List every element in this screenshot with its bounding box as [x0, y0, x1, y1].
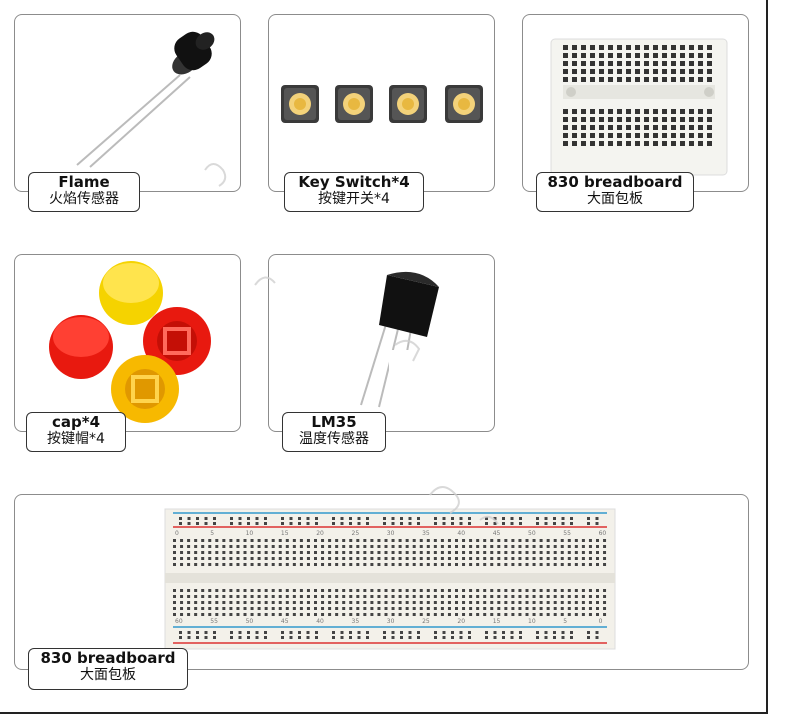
- key-switch: [445, 85, 483, 123]
- breadboard-top-number: 5: [210, 530, 214, 537]
- breadboard-bottom-number: 0: [599, 618, 603, 625]
- breadboard-bottom-number: 15: [493, 618, 501, 625]
- key-switch: [389, 85, 427, 123]
- breadboard-top-number: 30: [387, 530, 395, 537]
- breadboard-top-number: 40: [457, 530, 465, 537]
- label-flame: Flame 火焰传感器: [28, 172, 140, 212]
- label-key-switch: Key Switch*4 按键开关*4: [284, 172, 424, 212]
- label-lm35-zh: 温度传感器: [299, 431, 369, 447]
- breadboard-top-number: 10: [246, 530, 254, 537]
- breadboard-bottom-number: 60: [175, 618, 183, 625]
- label-mini-breadboard-zh: 大面包板: [587, 191, 643, 207]
- breadboard-bottom-number: 30: [387, 618, 395, 625]
- breadboard-bottom-number: 20: [457, 618, 465, 625]
- breadboard-bottom-number: 45: [281, 618, 289, 625]
- breadboard-bottom-number: 10: [528, 618, 536, 625]
- breadboard-top-number: 15: [281, 530, 289, 537]
- label-flame-zh: 火焰传感器: [49, 191, 119, 207]
- label-full-breadboard: 830 breadboard 大面包板: [28, 648, 188, 690]
- label-full-breadboard-zh: 大面包板: [80, 667, 136, 683]
- panel-caps: [14, 254, 241, 432]
- label-caps-en: cap*4: [51, 413, 101, 431]
- breadboard-top-number: 25: [352, 530, 360, 537]
- label-full-breadboard-en: 830 breadboard: [40, 649, 176, 667]
- breadboard-top-number: 35: [422, 530, 430, 537]
- label-lm35: LM35 温度传感器: [282, 412, 386, 452]
- key-switch: [281, 85, 319, 123]
- breadboard-top-number: 0: [175, 530, 179, 537]
- breadboard-bottom-number: 55: [210, 618, 218, 625]
- label-caps: cap*4 按键帽*4: [26, 412, 126, 452]
- breadboard-bottom-number: 50: [246, 618, 254, 625]
- breadboard-top-number: 45: [493, 530, 501, 537]
- breadboard-bottom-number: 25: [422, 618, 430, 625]
- breadboard-bottom-number: 35: [352, 618, 360, 625]
- label-caps-zh: 按键帽*4: [47, 431, 105, 447]
- lm35-image: [360, 271, 489, 410]
- label-key-switch-en: Key Switch*4: [298, 173, 410, 191]
- panel-flame: [14, 14, 241, 192]
- key-switches-image: [281, 85, 483, 123]
- frame-bottom-edge: [0, 712, 768, 714]
- label-mini-breadboard-en: 830 breadboard: [547, 173, 683, 191]
- label-lm35-en: LM35: [311, 413, 357, 431]
- breadboard-bottom-number: 5: [563, 618, 567, 625]
- label-flame-en: Flame: [58, 173, 110, 191]
- label-key-switch-zh: 按键开关*4: [318, 191, 390, 207]
- flame-sensor-image: [76, 31, 215, 168]
- breadboard-top-number: 55: [563, 530, 571, 537]
- breadboard-top-number: 60: [599, 530, 607, 537]
- button-caps-image: [49, 261, 211, 423]
- panel-lm35: [268, 254, 495, 432]
- frame-right-edge: [766, 0, 768, 714]
- panel-key-switch: [268, 14, 495, 192]
- mini-breadboard-image: [550, 38, 728, 176]
- key-switch: [335, 85, 373, 123]
- breadboard-bottom-number: 40: [316, 618, 324, 625]
- panel-mini-breadboard: [522, 14, 749, 192]
- breadboard-top-number: 50: [528, 530, 536, 537]
- label-mini-breadboard: 830 breadboard 大面包板: [536, 172, 694, 212]
- breadboard-top-number: 20: [316, 530, 324, 537]
